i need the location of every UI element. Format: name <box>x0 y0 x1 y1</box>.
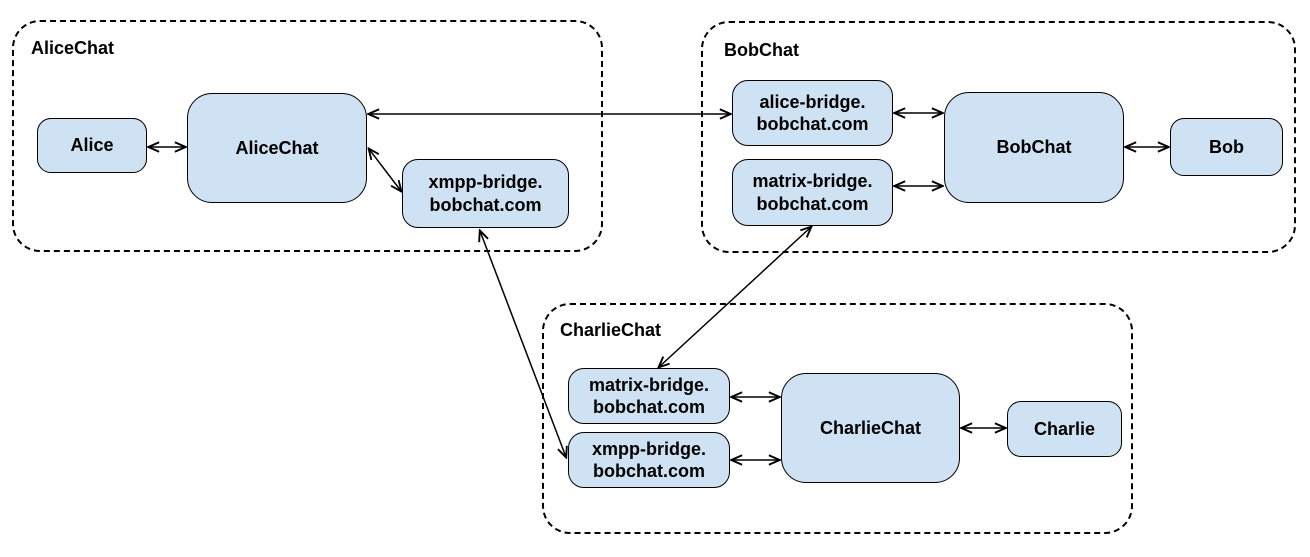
group-bobchat-title: BobChat <box>724 40 799 60</box>
node-xmpp-bridge-alicechat: xmpp-bridge. bobchat.com <box>402 159 569 228</box>
node-xmpp-bridge-charliechat: xmpp-bridge. bobchat.com <box>568 432 730 488</box>
node-charliechat: CharlieChat <box>781 373 960 483</box>
group-alicechat-title: AliceChat <box>31 38 115 58</box>
node-alice: Alice <box>37 118 147 173</box>
group-bobchat: BobChat <box>701 21 1296 253</box>
node-alicechat: AliceChat <box>187 93 367 203</box>
group-alicechat: AliceChat <box>12 20 603 252</box>
group-charliechat-title: CharlieChat <box>560 320 662 340</box>
node-matrix-bridge-charliechat: matrix-bridge. bobchat.com <box>568 368 730 424</box>
node-matrix-bridge-bobchat: matrix-bridge. bobchat.com <box>732 159 893 226</box>
node-alice-bridge-bobchat: alice-bridge. bobchat.com <box>732 80 893 146</box>
node-charlie: Charlie <box>1007 401 1122 457</box>
node-bobchat: BobChat <box>944 92 1124 203</box>
node-bob: Bob <box>1170 118 1283 176</box>
